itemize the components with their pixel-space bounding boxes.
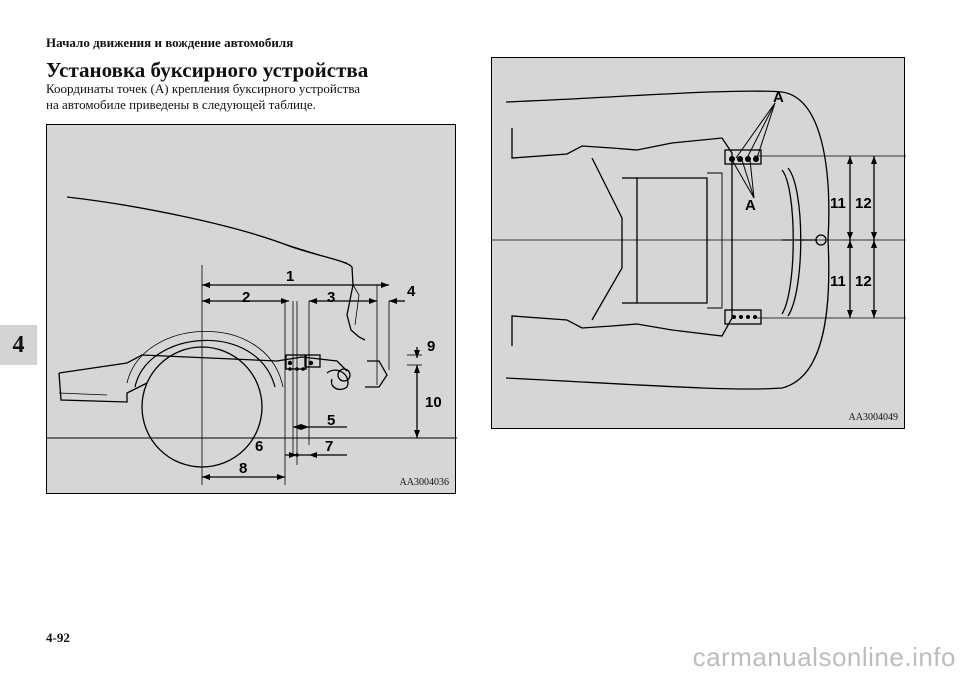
dim-label-8: 8 (239, 460, 247, 477)
intro-line-1: Координаты точек (A) крепления буксирног… (46, 81, 361, 96)
figure-code: AA3004036 (399, 477, 449, 488)
dim-label-4: 4 (407, 283, 416, 300)
side-view-drawing: 1 2 3 4 5 6 7 8 9 10 (47, 196, 457, 485)
intro-paragraph: Координаты точек (A) крепления буксирног… (46, 81, 406, 113)
figure-code: AA3004049 (848, 412, 898, 423)
dim-label-3: 3 (327, 289, 335, 306)
intro-line-2: на автомобиле приведены в следующей табл… (46, 97, 316, 112)
page-title: Установка буксирного устройства (46, 58, 369, 82)
dim-label-1: 1 (286, 268, 294, 285)
dim-label-2: 2 (242, 289, 250, 306)
side-view-figure: 1 2 3 4 5 6 7 8 9 10 AA3004036 (46, 124, 457, 494)
dim-label-6: 6 (255, 438, 263, 455)
dim-label-7: 7 (325, 438, 333, 455)
chapter-tab: 4 (0, 325, 37, 365)
dim-label-5: 5 (327, 412, 335, 429)
dim-label-10: 10 (425, 394, 442, 411)
dim-label-12-lower: 12 (855, 273, 872, 290)
dim-label-11-lower: 11 (830, 273, 846, 290)
page-number: 4-92 (46, 630, 70, 645)
top-view-drawing: A A 11 12 11 12 (492, 89, 906, 390)
watermark: carmanualsonline.info (692, 642, 956, 672)
anchor-label-a-top: A (773, 89, 784, 106)
dim-label-12-upper: 12 (855, 195, 872, 212)
anchor-label-a-bottom: A (745, 197, 756, 214)
dim-label-11-upper: 11 (830, 195, 846, 212)
dim-label-9: 9 (427, 338, 435, 355)
top-view-figure: A A 11 12 11 12 AA3004049 (491, 57, 906, 429)
section-header: Начало движения и вождение автомобиля (46, 35, 294, 50)
